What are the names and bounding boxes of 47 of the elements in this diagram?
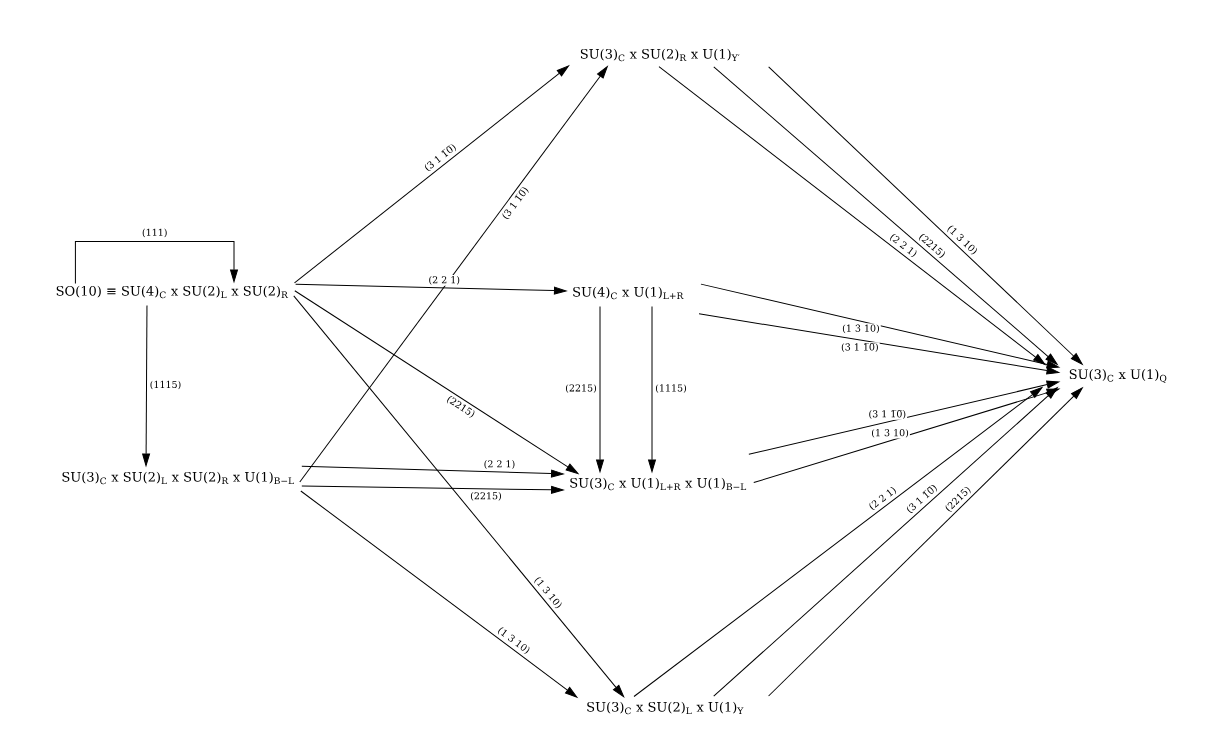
arrow (768, 387, 1083, 697)
edge-label: (1115) (148, 379, 183, 391)
edge-label: (2215) (564, 383, 598, 394)
arrow (596, 306, 604, 473)
arrow (700, 283, 1060, 369)
group-label: SO(10) ≡ SU(4)$_{C}$ x SU(2)$_{L}$ x SU(2)$_{R}$ (56, 285, 289, 299)
arrow (713, 66, 1058, 365)
group-label: SU(3)$_{C}$ x SU(2)$_{L}$ x U(1)$_{Y}$ (587, 701, 744, 715)
arrow (295, 283, 567, 295)
arrow (301, 465, 564, 478)
edge-label: (2 2 1) (866, 484, 900, 513)
arrow (142, 305, 151, 467)
arrow (293, 295, 625, 698)
arrow (300, 490, 578, 698)
arrow (633, 387, 1043, 697)
arrow (748, 380, 1060, 455)
edge-label: (2215) (469, 491, 503, 502)
group-label: SU(3)$_{C}$ x U(1)$_{L+R}$ x U(1)$_{B−L}$ (570, 477, 747, 491)
group-label: SU(3)$_{C}$ x SU(2)$_{R}$ x U(1)$_{Y′}$ (580, 48, 740, 62)
arrow (294, 290, 579, 474)
edge-label: (2 2 1) (427, 274, 462, 286)
arrow (294, 65, 570, 284)
group-label: SU(4)$_{C}$ x U(1)$_{L+R}$ (573, 286, 684, 300)
group-label: SU(3)$_{C}$ x SU(2)$_{L}$ x SU(2)$_{R}$ x U(1)$_{B−L}$ (62, 471, 294, 485)
group-label: SU(3)$_{C}$ x U(1)$_{Q}$ (1069, 369, 1167, 383)
edge-label: (1 3 10) (531, 574, 565, 612)
edge-label: (2 2 1) (886, 231, 920, 261)
arrow (768, 66, 1083, 365)
edge-label: (2 2 1) (482, 459, 517, 470)
edge-label: (3 1 1̅0̅) (867, 409, 908, 420)
edge-label: (1 3 10) (944, 222, 981, 258)
edge-label: (1115) (654, 383, 688, 394)
edge-label: (1 3 10) (841, 323, 881, 335)
arrow (648, 306, 656, 473)
edge-label: (3 1 1̅0̅) (421, 141, 460, 175)
edge-label: (1 3 10) (870, 427, 910, 439)
edge-label: (111) (140, 227, 169, 239)
arrow (74, 241, 238, 284)
edge-label: (3 1 1̅0̅) (499, 184, 532, 223)
edge-label: (3 1 1̅0̅) (840, 342, 880, 353)
arrow (301, 485, 564, 494)
edge-label: (1 3 10) (494, 624, 533, 657)
arrow (299, 66, 608, 483)
arrow (698, 313, 1060, 375)
arrow (658, 66, 1046, 365)
arrow (713, 387, 1058, 697)
edge-label: (3 1 1̅0̅) (903, 481, 941, 517)
